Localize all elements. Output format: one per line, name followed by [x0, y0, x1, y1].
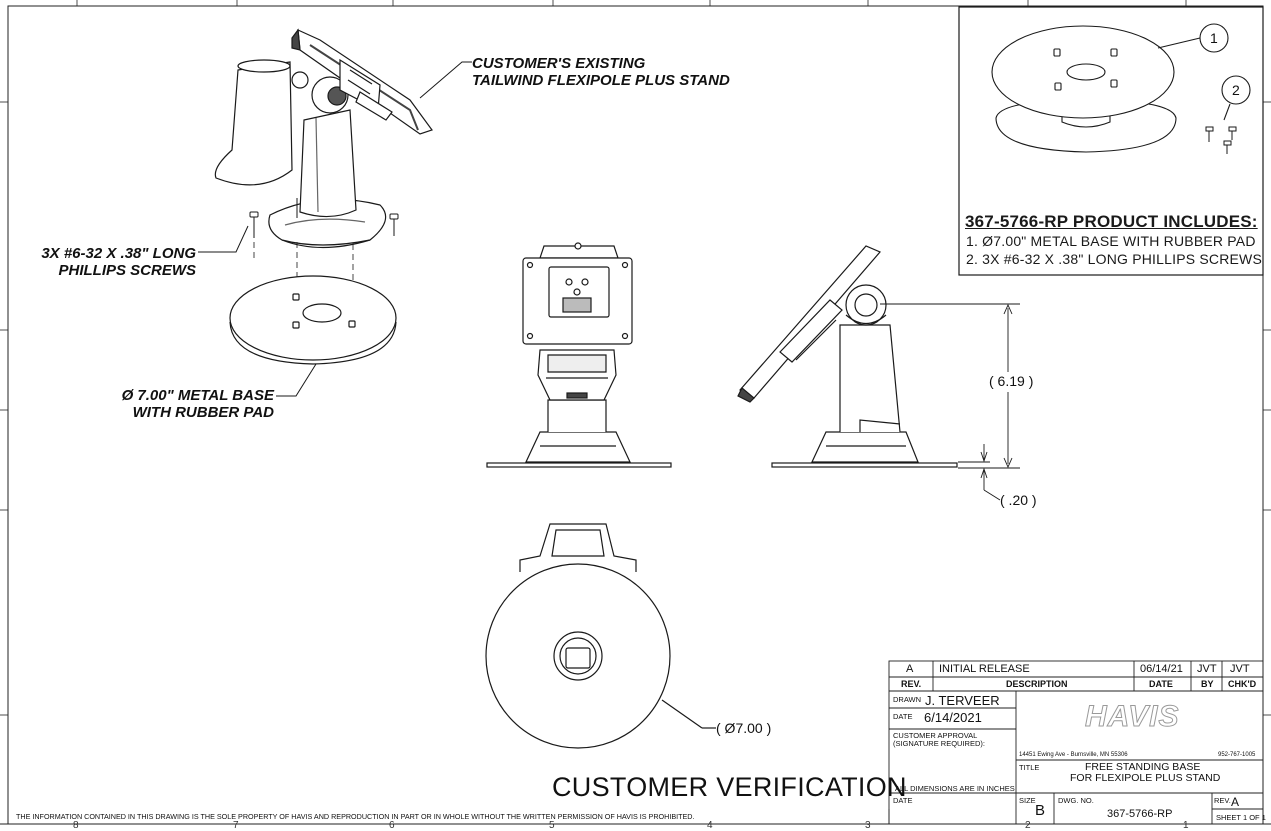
havis-logo: HAVIS — [1084, 700, 1180, 734]
side-view — [737, 245, 958, 468]
rev-value: A — [1231, 795, 1240, 809]
zone-2: 2 — [1025, 820, 1031, 831]
front-view — [486, 242, 672, 468]
rev-by: JVT — [1197, 663, 1217, 675]
callout-screws-line2: PHILLIPS SCREWS — [58, 262, 196, 279]
title-line-1: FREE STANDING BASE — [1085, 761, 1201, 773]
dimension-diameter: ( Ø7.00 ) — [716, 720, 772, 736]
includes-item-1: 1. Ø7.00" METAL BASE WITH RUBBER PAD — [966, 233, 1256, 249]
callout-leaders — [198, 61, 472, 397]
drawn-label: DRAWN — [893, 695, 922, 704]
company-phone: 952-767-1005 — [1218, 752, 1256, 758]
zone-3: 3 — [865, 820, 871, 831]
dimension-lines — [880, 303, 1020, 501]
callout-metal-base: Ø 7.00" METAL BASE WITH RUBBER PAD — [116, 387, 274, 421]
rev-description: INITIAL RELEASE — [939, 663, 1030, 675]
size-label: SIZE — [1019, 796, 1036, 805]
includes-item-2: 2. 3X #6-32 X .38" LONG PHILLIPS SCREWS — [966, 251, 1263, 267]
date-header: DATE — [1149, 679, 1173, 689]
rev-label: REV. — [1214, 796, 1231, 805]
zone-4: 4 — [707, 820, 713, 831]
title-line-2: FOR FLEXIPOLE PLUS STAND — [1070, 772, 1221, 784]
zone-1: 1 — [1183, 820, 1189, 831]
dimensions-note: ALL DIMENSIONS ARE IN INCHES — [895, 784, 1015, 793]
zone-8: 8 — [73, 820, 79, 831]
rev-date: 06/14/21 — [1140, 663, 1183, 675]
dimension-pad-thickness: ( .20 ) — [1000, 492, 1037, 508]
dwg-no-value: 367-5766-RP — [1107, 808, 1173, 820]
includes-box — [958, 6, 1264, 276]
drawn-value: J. TERVEER — [925, 693, 1000, 708]
callout-metal-base-line1: Ø 7.00" METAL BASE — [121, 387, 274, 404]
bottom-view — [485, 523, 716, 749]
customer-verification-label: CUSTOMER VERIFICATION — [552, 772, 907, 802]
rev-header: REV. — [901, 679, 922, 689]
zone-7: 7 — [233, 820, 239, 831]
approval-label-2: (SIGNATURE REQUIRED): — [893, 739, 985, 748]
date-label: DATE — [893, 712, 913, 721]
includes-illustration — [991, 23, 1251, 154]
zone-5: 5 — [549, 820, 555, 831]
callout-screws: 3X #6-32 X .38" LONG PHILLIPS SCREWS — [22, 245, 196, 279]
balloon-1: 1 — [1210, 30, 1218, 46]
approval-label-1: CUSTOMER APPROVAL — [893, 731, 978, 740]
date2-label: DATE — [893, 796, 913, 805]
rev-letter: A — [906, 663, 914, 675]
callout-screws-line1: 3X #6-32 X .38" LONG — [41, 245, 196, 262]
proprietary-notice: THE INFORMATION CONTAINED IN THIS DRAWIN… — [16, 812, 695, 821]
dwg-no-label: DWG. NO. — [1058, 796, 1094, 805]
callout-existing-stand: CUSTOMER'S EXISTING TAILWIND FLEXIPOLE P… — [472, 55, 730, 89]
title-block-grid — [888, 660, 1264, 825]
dimension-height: ( 6.19 ) — [989, 373, 1034, 389]
date-value: 6/14/2021 — [924, 710, 982, 725]
callout-metal-base-line2: WITH RUBBER PAD — [132, 404, 274, 421]
callout-existing-stand-line2: TAILWIND FLEXIPOLE PLUS STAND — [472, 72, 730, 89]
company-address: 14451 Ewing Ave - Burnsville, MN 55306 — [1019, 752, 1128, 758]
by-header: BY — [1201, 679, 1214, 689]
description-header: DESCRIPTION — [1006, 679, 1068, 689]
includes-title: 367-5766-RP PRODUCT INCLUDES: — [965, 212, 1258, 231]
zone-6: 6 — [389, 820, 395, 831]
isometric-exploded-view — [214, 28, 433, 365]
callout-existing-stand-line1: CUSTOMER'S EXISTING — [472, 55, 646, 72]
balloon-2: 2 — [1232, 82, 1240, 98]
chkd-header: CHK'D — [1228, 679, 1257, 689]
title-label: TITLE — [1019, 763, 1040, 772]
rev-checked: JVT — [1230, 663, 1250, 675]
size-value: B — [1035, 802, 1046, 819]
sheet-number: SHEET 1 OF 1 — [1216, 813, 1266, 822]
